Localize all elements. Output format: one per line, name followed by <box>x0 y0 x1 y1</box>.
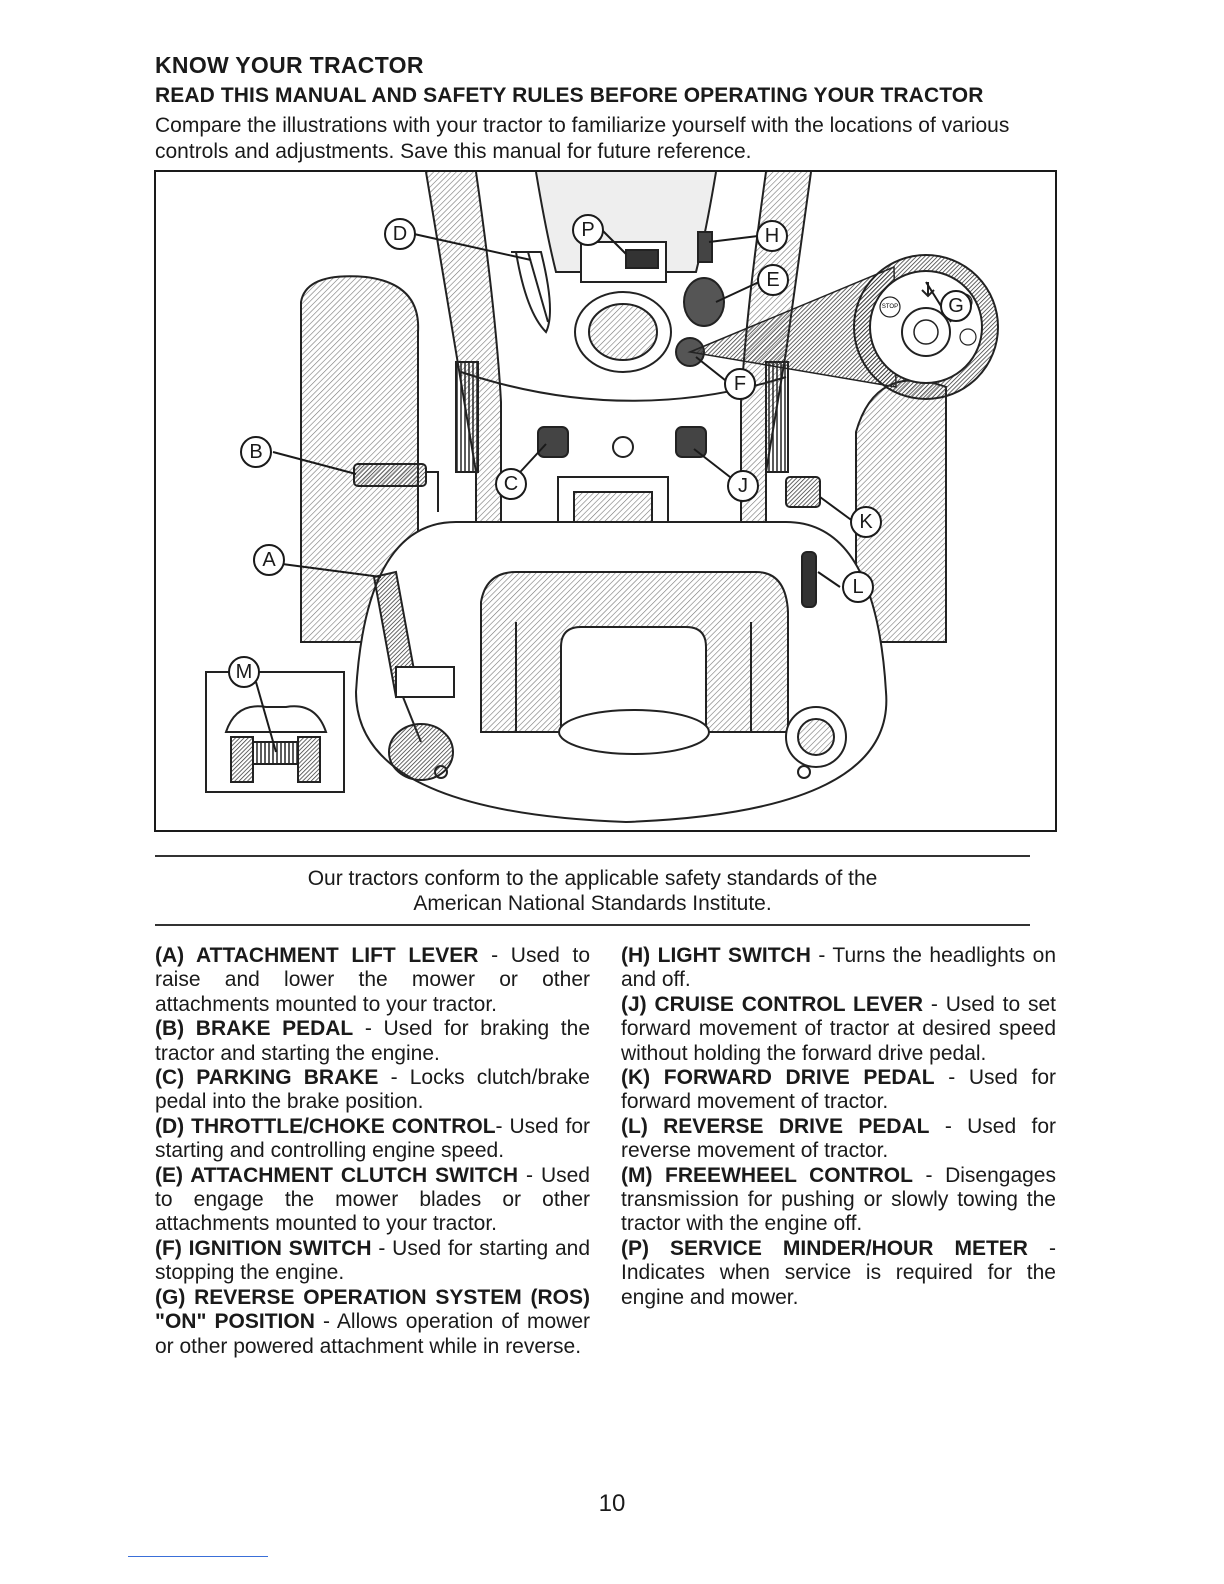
control-item-e: (E) ATTACHMENT CLUTCH SWITCH - Used to e… <box>155 1164 590 1237</box>
control-description: - Used for starting and controlling engi… <box>155 1114 590 1163</box>
control-item-k: (K) FORWARD DRIVE PEDAL - Used for forwa… <box>621 1066 1056 1115</box>
callout-b: B <box>240 436 272 468</box>
svg-text:J: J <box>738 475 748 497</box>
callout-g: G <box>940 290 972 322</box>
page-number: 10 <box>598 1490 626 1517</box>
callout-leaders <box>255 229 952 753</box>
brake-pedal <box>353 463 439 512</box>
callout-j: J <box>727 470 759 502</box>
attachment-lift-lever <box>372 570 455 781</box>
svg-text:A: A <box>262 549 276 571</box>
control-description: - Used to raise and lower the mower or o… <box>155 944 590 1016</box>
control-description: - Locks clutch/brake pedal into the brak… <box>155 1066 590 1114</box>
svg-text:H: H <box>765 225 779 247</box>
control-description: - Used for reverse movement of tractor. <box>621 1114 1056 1163</box>
page-heading: KNOW YOUR TRACTOR <box>155 52 424 78</box>
bottom-divider <box>155 924 1030 926</box>
conformance-note: Our tractors conform to the applicable s… <box>155 866 1030 916</box>
control-description: - Used to engage the mower blades or oth… <box>155 1163 590 1236</box>
svg-text:G: G <box>948 295 964 317</box>
conformance-line-1: Our tractors conform to the applicable s… <box>307 867 878 890</box>
control-title: (H) LIGHT SWITCH <box>621 944 811 967</box>
control-item-j: (J) CRUISE CONTROL LEVER - Used to set f… <box>621 993 1056 1066</box>
svg-text:D: D <box>393 223 407 245</box>
control-item-a: (A) ATTACHMENT LIFT LEVER - Used to rais… <box>155 944 590 1017</box>
control-item-d: (D) THROTTLE/CHOKE CONTROL- Used for sta… <box>155 1115 590 1164</box>
control-description: - Used for braking the tractor and start… <box>155 1017 591 1065</box>
conformance-line-2: American National Standards Institute. <box>413 892 772 915</box>
callout-k: K <box>850 506 882 538</box>
svg-text:C: C <box>504 473 518 495</box>
callout-h: H <box>756 220 788 252</box>
footer-link-line <box>128 1556 268 1557</box>
intro-paragraph: Compare the illustrations with your trac… <box>155 114 1010 163</box>
control-description: - Disengages transmission for pushing or… <box>621 1163 1056 1236</box>
control-title: (P) SERVICE MINDER/HOUR METER <box>621 1236 1028 1260</box>
ignition-stop-label: STOP <box>882 304 898 310</box>
svg-text:F: F <box>734 373 746 395</box>
control-description: - Allows operation of mower or other pow… <box>155 1310 590 1358</box>
tractor-illustration: STOP D <box>154 170 1057 832</box>
controls-list-left: (A) ATTACHMENT LIFT LEVER - Used to rais… <box>155 944 590 1359</box>
svg-text:K: K <box>859 511 873 533</box>
control-item-b: (B) BRAKE PEDAL - Used for braking the t… <box>155 1017 590 1066</box>
control-title: (G) REVERSE OPERATION SYSTEM (ROS) "ON" … <box>155 1285 590 1334</box>
control-title: (L) REVERSE DRIVE PEDAL <box>621 1114 930 1138</box>
callout-a: A <box>253 544 285 576</box>
callout-m: M <box>228 656 260 688</box>
control-item-c: (C) PARKING BRAKE - Locks clutch/brake p… <box>155 1066 590 1115</box>
svg-text:P: P <box>581 219 594 241</box>
control-item-h: (H) LIGHT SWITCH - Turns the headlights … <box>621 944 1056 993</box>
svg-text:L: L <box>852 576 863 598</box>
callout-p: P <box>572 214 604 246</box>
control-item-g: (G) REVERSE OPERATION SYSTEM (ROS) "ON" … <box>155 1286 590 1359</box>
svg-text:B: B <box>249 441 262 463</box>
control-item-m: (M) FREEWHEEL CONTROL - Disengages trans… <box>621 1164 1056 1237</box>
seat-and-deck <box>354 521 888 824</box>
callout-e: E <box>757 264 789 296</box>
callout-f: F <box>724 368 756 400</box>
drive-pedals <box>785 476 821 608</box>
control-title: (J) CRUISE CONTROL LEVER <box>621 992 924 1016</box>
callout-l: L <box>842 571 874 603</box>
svg-text:M: M <box>236 661 253 683</box>
control-description: - Used for starting and stopping the eng… <box>155 1236 590 1285</box>
control-description: - Indicates when service is required for… <box>621 1236 1056 1309</box>
control-title: (B) BRAKE PEDAL <box>155 1017 354 1041</box>
svg-text:E: E <box>766 269 779 291</box>
dashboard-controls <box>511 231 725 458</box>
control-item-p: (P) SERVICE MINDER/HOUR METER - Indicate… <box>621 1237 1056 1310</box>
rear-fenders <box>300 275 947 643</box>
control-description: - Used for forward movement of tractor. <box>621 1066 1056 1114</box>
control-description: - Turns the headlights on and off. <box>621 944 1056 992</box>
control-title: (F) IGNITION SWITCH <box>155 1236 372 1260</box>
control-item-f: (F) IGNITION SWITCH - Used for starting … <box>155 1237 590 1286</box>
control-title: (C) PARKING BRAKE <box>155 1066 379 1090</box>
callout-c: C <box>495 468 527 500</box>
control-title: (A) ATTACHMENT LIFT LEVER <box>155 944 479 967</box>
control-title: (E) ATTACHMENT CLUTCH SWITCH <box>155 1163 518 1187</box>
page-subheading: READ THIS MANUAL AND SAFETY RULES BEFORE… <box>155 84 984 107</box>
control-title: (K) FORWARD DRIVE PEDAL <box>621 1066 935 1090</box>
freewheel-inset <box>205 671 345 793</box>
top-divider <box>155 855 1030 857</box>
callout-d: D <box>384 218 416 250</box>
control-title: (D) THROTTLE/CHOKE CONTROL <box>155 1114 496 1138</box>
control-item-l: (L) REVERSE DRIVE PEDAL - Used for rever… <box>621 1115 1056 1164</box>
control-title: (M) FREEWHEEL CONTROL <box>621 1163 913 1187</box>
control-description: - Used to set forward movement of tracto… <box>621 992 1056 1065</box>
controls-list-right: (H) LIGHT SWITCH - Turns the headlights … <box>621 944 1056 1310</box>
